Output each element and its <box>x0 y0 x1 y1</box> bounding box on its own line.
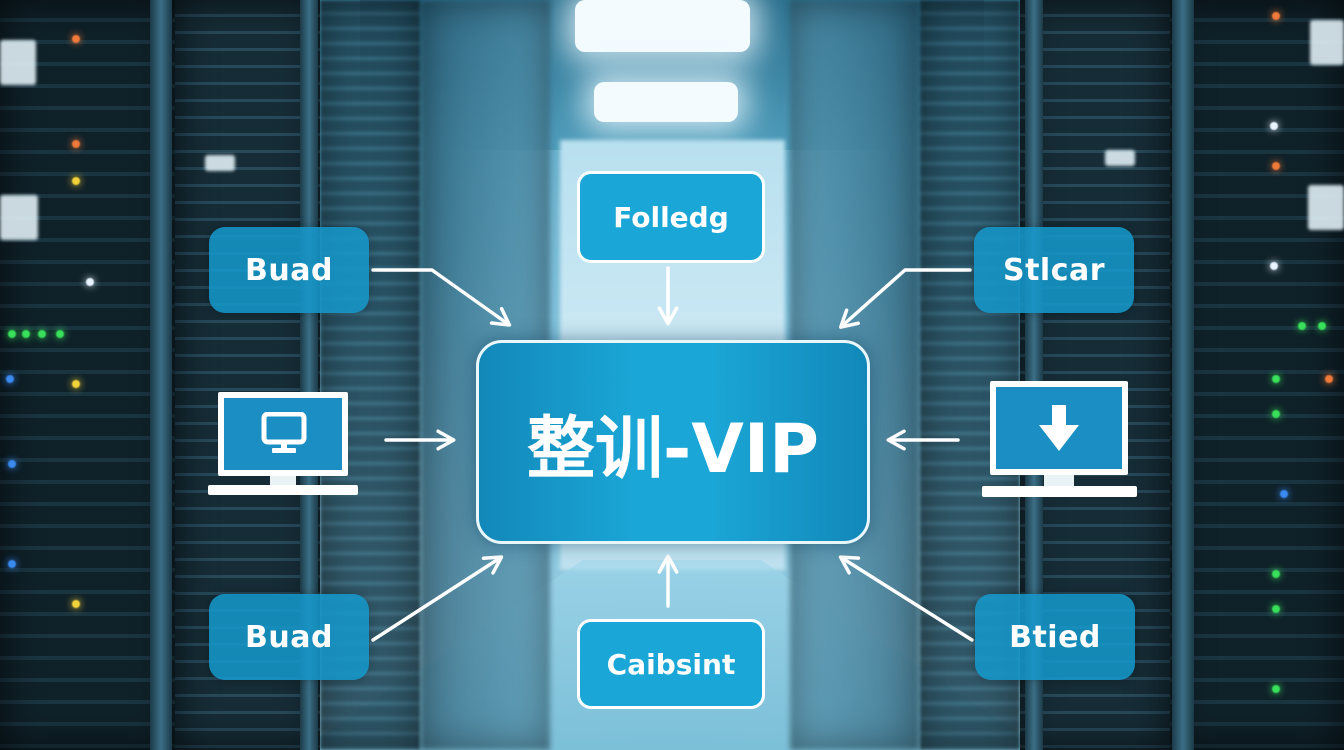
status-led <box>1272 12 1280 20</box>
monitor-screen <box>218 392 348 476</box>
status-led <box>72 177 80 185</box>
rack-label <box>1105 150 1135 166</box>
status-led <box>86 278 94 286</box>
ceiling-light <box>575 0 750 52</box>
monitor-base <box>982 486 1137 497</box>
status-led <box>1272 570 1280 578</box>
status-led <box>1272 162 1280 170</box>
download-arrow-icon <box>1039 405 1079 451</box>
node-bottom-right[interactable]: Btied <box>975 594 1135 680</box>
status-led <box>72 140 80 148</box>
status-led <box>72 35 80 43</box>
status-led <box>1272 605 1280 613</box>
rack-label <box>205 155 235 171</box>
rack-label <box>1310 20 1344 65</box>
status-led <box>72 600 80 608</box>
status-led <box>1280 490 1288 498</box>
status-led <box>1270 122 1278 130</box>
node-top[interactable]: Folledg <box>577 171 765 263</box>
node-bottom-right-label: Btied <box>1009 619 1101 655</box>
ceiling-light <box>594 82 738 122</box>
status-led <box>6 375 14 383</box>
status-led <box>8 330 16 338</box>
monitor-stand <box>1044 475 1074 487</box>
node-top-right-label: Stlcar <box>1002 252 1106 288</box>
status-led <box>1272 375 1280 383</box>
node-bottom-label: Caibsint <box>606 647 736 681</box>
status-led <box>1298 322 1306 330</box>
rack-frame <box>1172 0 1194 750</box>
node-bottom-left-label: Buad <box>245 619 333 655</box>
rack-frame <box>150 0 172 750</box>
small-monitor-icon <box>261 412 307 453</box>
server-rack <box>1170 0 1344 750</box>
download-monitor-icon[interactable] <box>982 381 1137 499</box>
server-rack <box>0 0 175 750</box>
status-led <box>1325 375 1333 383</box>
monitor-icon[interactable] <box>208 392 358 498</box>
status-led <box>22 330 30 338</box>
node-top-right[interactable]: Stlcar <box>974 227 1134 313</box>
monitor-stand <box>270 476 296 486</box>
status-led <box>56 330 64 338</box>
status-led <box>1272 685 1280 693</box>
status-led <box>1272 410 1280 418</box>
rack-label <box>1308 185 1344 230</box>
status-led <box>38 330 46 338</box>
node-center[interactable]: 整训-VIP <box>476 340 870 544</box>
node-bottom[interactable]: Caibsint <box>577 619 765 709</box>
rack-label <box>0 40 36 85</box>
status-led <box>8 460 16 468</box>
node-top-left-label: Buad <box>245 252 333 288</box>
status-led <box>1270 262 1278 270</box>
node-top-label: Folledg <box>613 200 729 234</box>
rack-label <box>0 195 38 240</box>
node-top-left[interactable]: Buad <box>209 227 369 313</box>
status-led <box>1318 322 1326 330</box>
rack-frame <box>1025 0 1043 750</box>
status-led <box>8 560 16 568</box>
monitor-base <box>208 485 358 495</box>
status-led <box>72 380 80 388</box>
node-center-label: 整训-VIP <box>527 409 819 489</box>
node-bottom-left[interactable]: Buad <box>209 594 369 680</box>
rack-frame <box>300 0 318 750</box>
